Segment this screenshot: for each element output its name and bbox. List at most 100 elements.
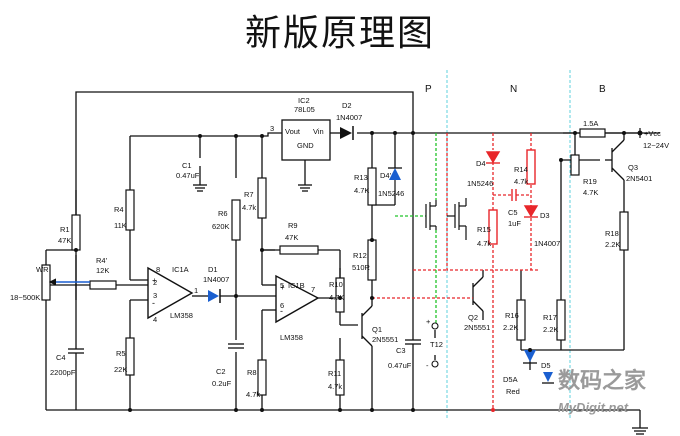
label-ic2-gnd: GND [297,141,314,150]
label-r19: R19 [583,177,597,186]
label-pin6: 6 [280,301,284,310]
label-fuse: 1.5A [583,119,598,128]
label-terminal-minus: - [426,361,429,370]
watermark: 数码之家 MyDigit.net [558,368,647,415]
label-q1-part: 2N5551 [372,335,398,344]
resistor-r1 [71,214,81,251]
label-r1: R1 [60,225,70,234]
label-wr: WR [36,265,49,274]
resistor-r17 [556,299,566,341]
label-r4p-val: 12K [96,266,109,275]
label-r18-val: 2.2K [605,240,620,249]
red-components [485,149,539,245]
label-d3-part: 1N4007 [534,239,560,248]
label-r14: R14 [514,165,528,174]
component-labels: IC2 78L05 Vout Vin GND 3 D2 1N4007 C1 0.… [10,96,669,399]
label-r12: R12 [353,251,367,260]
label-d1-part: 1N4007 [203,275,229,284]
schematic-title: 新版原理图 [244,13,435,54]
watermark-cn: 数码之家 [558,368,647,394]
zener-d4p [388,167,402,190]
label-d4: D4 [476,159,486,168]
label-vcc: +Vcc [644,129,661,138]
resistor-r4p [89,280,117,290]
label-wr-val: 18~500K [10,293,40,302]
label-ic2-part: 78L05 [294,105,315,114]
label-r19-val: 4.7K [583,188,598,197]
label-r13: R13 [354,173,368,182]
label-q2-part: 2N5551 [464,323,490,332]
label-t12: T12 [430,340,443,349]
label-r17-val: 2.2K [543,325,558,334]
label-r6: R6 [218,209,228,218]
diode-d1 [208,289,221,303]
section-label-n: N [510,84,517,95]
label-pin1: 1 [194,286,198,295]
resistor-r4 [125,189,135,231]
label-r5-val: 22K [114,365,127,374]
label-q3-part: 2N5401 [626,174,652,183]
terminal-plus [431,322,439,330]
label-c2: C2 [216,367,226,376]
label-r4-val: 11K [114,221,127,230]
resistor-r6 [231,199,241,241]
section-label-p: P [425,84,432,95]
label-r14-val: 4.7k [514,177,528,186]
resistor-r11 [335,359,345,396]
label-d4p-part: 1N5246 [378,189,404,198]
label-r16-val: 2.2K [503,323,518,332]
label-r4p: R4' [96,256,108,265]
label-d4p: D4' [380,171,392,180]
label-r11: R11 [328,369,341,378]
label-r10-val: 4.7K [329,293,344,302]
label-d5a: D5A [503,375,518,384]
opamp-ic1b: + - [275,274,320,324]
regulator-ic2 [281,119,331,161]
label-r11-val: 4.7k [328,382,342,391]
label-r15: R15 [477,225,491,234]
label-ic2-vin: Vin [313,127,324,136]
label-c3-val: 0.47uF [388,361,412,370]
resistor-r16 [516,299,526,341]
label-pin2: 2 [153,278,157,287]
led-d5 [542,372,554,384]
resistor-r19 [570,154,580,176]
label-d4-part: 1N5246 [467,179,493,188]
svg-text:-: - [280,306,283,316]
fuse [579,128,606,138]
label-c4: C4 [56,353,66,362]
label-ic2-vout: Vout [285,127,301,136]
mosfet-n [447,198,467,240]
label-r7: R7 [244,190,254,199]
led-d5a [523,350,537,364]
label-c1-val: 0.47uF [176,171,200,180]
label-d3: D3 [540,211,550,220]
label-pin5: 5 [280,281,284,290]
resistors [41,128,629,396]
label-ic2: IC2 [298,96,310,105]
label-r7-val: 4.7k [242,203,256,212]
label-pin3b: 3 [153,291,157,300]
label-r18: R18 [605,229,619,238]
resistor-r7 [257,177,267,219]
diode-d2 [340,126,354,140]
label-d1: D1 [208,265,218,274]
label-r17: R17 [543,313,557,322]
terminal-minus [431,360,439,368]
section-label-b: B [599,84,606,95]
resistor-r10 [335,277,345,313]
wiring-green [395,133,437,330]
label-pin3: 3 [270,124,274,133]
label-ic1b-part: LM358 [280,333,303,342]
label-ic1a-part: LM358 [170,311,193,320]
label-r6-val: 620K [212,222,230,231]
svg-text:-: - [152,298,155,308]
watermark-url: MyDigit.net [558,400,629,415]
label-c3: C3 [396,346,406,355]
label-ic1a: IC1A [172,265,189,274]
label-d5a-color: Red [506,387,520,396]
label-r1-val: 47K [58,236,71,245]
label-c1: C1 [182,161,192,170]
label-q3: Q3 [628,163,638,172]
